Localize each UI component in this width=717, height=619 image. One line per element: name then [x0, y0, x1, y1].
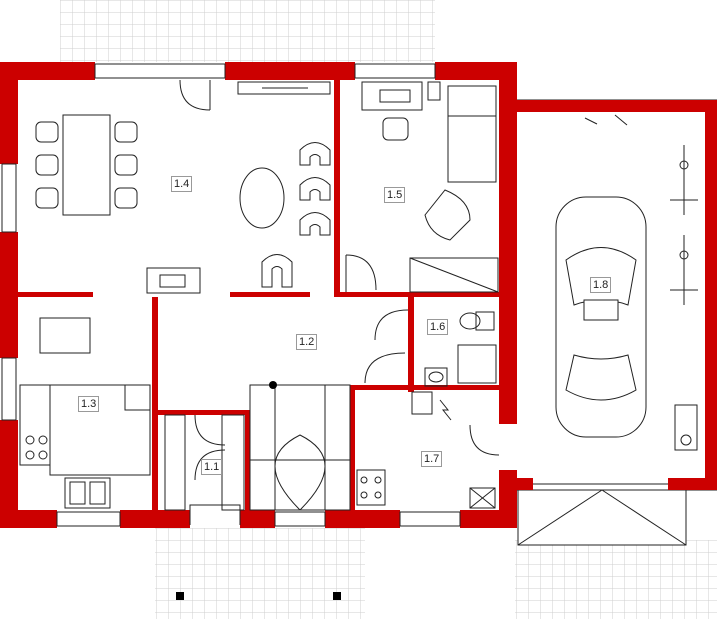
windows	[1, 63, 461, 527]
furniture	[19, 79, 500, 511]
room-label-1.8: 1.8	[590, 277, 612, 293]
room-label-1.3: 1.3	[78, 396, 100, 412]
garage-canopy	[517, 489, 687, 546]
paving-grid	[60, 0, 717, 619]
room-label-1.6: 1.6	[427, 319, 449, 335]
car	[555, 196, 647, 438]
interior-walls	[18, 80, 499, 517]
bicycles	[584, 114, 698, 451]
exterior-walls	[0, 62, 517, 528]
room-label-1.7: 1.7	[421, 451, 443, 467]
room-label-1.5: 1.5	[384, 187, 406, 203]
room-label-1.2: 1.2	[296, 334, 318, 350]
room-label-1.1: 1.1	[201, 459, 223, 475]
room-label-1.4: 1.4	[171, 176, 193, 192]
